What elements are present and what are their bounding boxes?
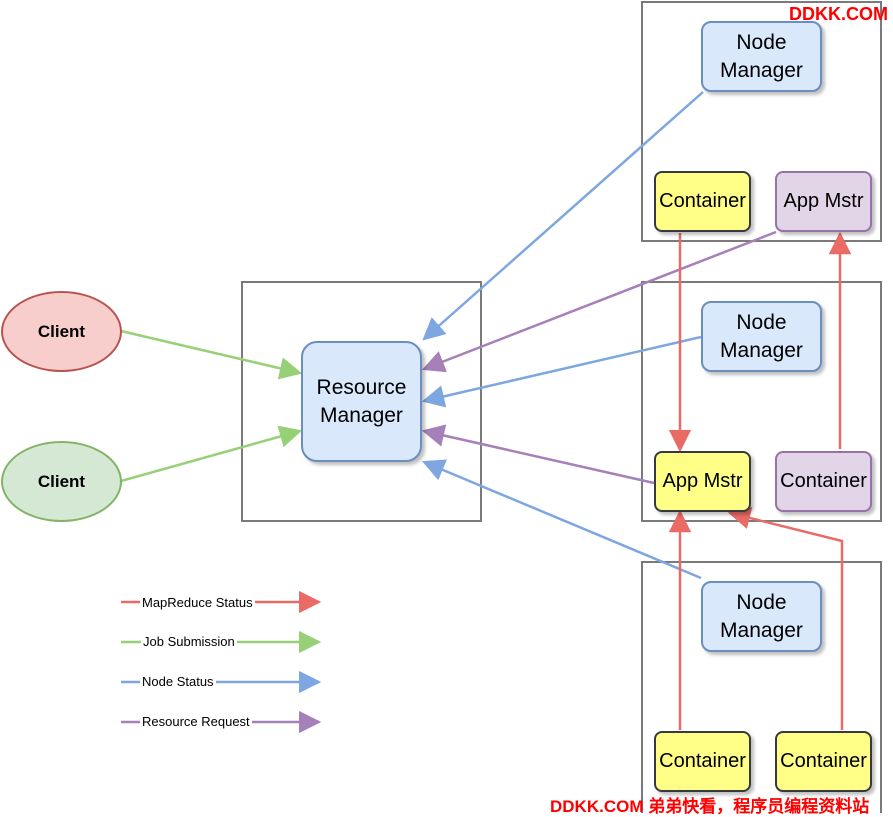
legend-label-job-submission: Job Submission [141,634,237,650]
container-label: Container [659,190,746,212]
node-manager-label: Node Manager [720,310,803,362]
container-node2: Container [775,451,872,512]
app-master-node2: App Mstr [654,451,751,512]
container-node3-right: Container [775,731,872,792]
legend-label-mapreduce-status: MapReduce Status [140,595,255,611]
container-node3-left: Container [654,731,751,792]
container-label: Container [659,750,746,772]
edge-nm3-to-rm [421,459,702,580]
legend-label-resource-request: Resource Request [140,714,252,730]
edge-appmstr1-to-rm [421,230,777,373]
watermark-top: DDKK.COM [789,4,888,24]
node-manager-3: Node Manager [701,581,822,652]
edge-client1-to-rm [120,329,303,380]
legend-label-node-status: Node Status [140,674,216,690]
resource-manager-label: Resource Manager [316,375,407,427]
container-label: Container [780,750,867,772]
edge-appmstr2-to-rm [421,424,655,485]
app-master-label: App Mstr [662,470,743,492]
client-label: Client [37,471,86,491]
node-manager-1: Node Manager [701,21,822,92]
node-host-frame-3 [641,561,882,813]
node-manager-label: Node Manager [720,30,803,82]
watermark-bottom: DDKK.COM 弟弟快看，程序员编程资料站 [550,797,870,816]
edge-nm1-to-rm [422,91,704,341]
client-label: Client [37,321,86,341]
container-node1: Container [654,171,751,232]
edge-nm2-to-rm [421,335,702,408]
edge-container-right3-to-appmstr2 [727,506,844,730]
node-manager-2: Node Manager [701,301,822,372]
edge-client2-to-rm [120,425,303,483]
resource-manager: Resource Manager [301,341,422,462]
resource-manager-host-frame [241,281,482,522]
app-master-node1: App Mstr [775,171,872,232]
app-master-label: App Mstr [783,190,864,212]
client-node-2: Client [1,441,122,522]
client-node-1: Client [1,291,122,372]
node-host-frame-1 [641,1,882,242]
container-label: Container [780,470,867,492]
node-manager-label: Node Manager [720,590,803,642]
